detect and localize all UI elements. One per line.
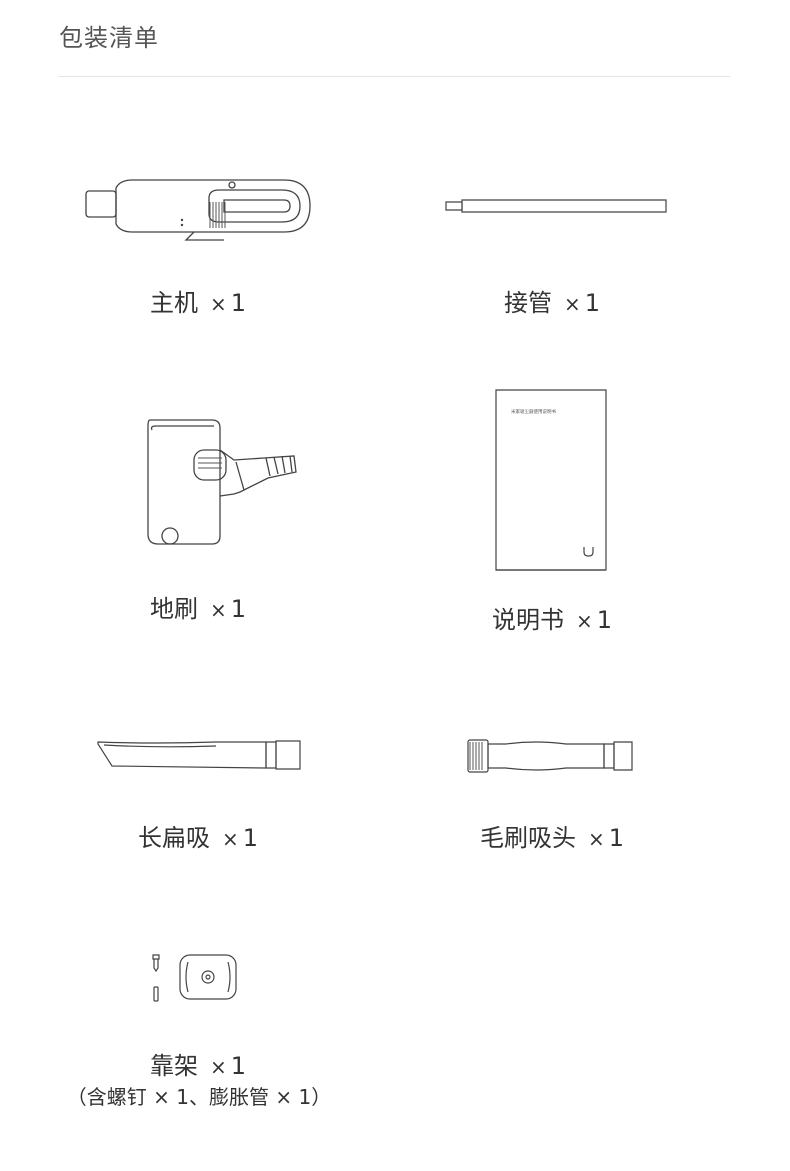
manual-cover-title: 米家吸尘器使用说明书 [511, 408, 556, 415]
item-name: 地刷 [149, 595, 198, 623]
item-floor-brush-label: 地刷 ×1 [48, 589, 348, 624]
extension-tube-illustration [444, 198, 668, 214]
item-main-unit-label: 主机 ×1 [48, 283, 348, 318]
times-sign: × [575, 609, 593, 633]
crevice-tool-illustration [96, 738, 302, 772]
floor-brush-illustration [144, 416, 300, 552]
header-divider [58, 76, 730, 77]
item-name: 长扁吸 [137, 824, 210, 852]
item-name: 说明书 [491, 606, 564, 634]
times-sign: × [563, 292, 581, 316]
item-brush-nozzle-label: 毛刷吸头 ×1 [402, 818, 702, 853]
times-sign: × [209, 292, 227, 316]
brush-nozzle-illustration [466, 738, 636, 774]
item-qty: 1 [242, 824, 259, 852]
times-sign: × [209, 598, 227, 622]
item-qty: 1 [230, 289, 247, 317]
times-sign: × [221, 827, 239, 851]
user-manual-illustration: 米家吸尘器使用说明书 [495, 389, 607, 573]
item-wall-mount-label: 靠架 ×1 [48, 1046, 348, 1081]
item-manual-label: 说明书 ×1 [402, 600, 702, 635]
times-sign: × [209, 1055, 227, 1079]
page-title: 包装清单 [59, 24, 159, 52]
item-qty: 1 [584, 289, 601, 317]
item-name: 主机 [149, 289, 198, 317]
item-qty: 1 [230, 1052, 247, 1080]
wall-mount-note: （含螺钉 × 1、膨胀管 × 1） [66, 1085, 332, 1109]
main-unit-illustration [84, 176, 314, 242]
item-name: 毛刷吸头 [479, 824, 576, 852]
item-qty: 1 [596, 606, 613, 634]
item-crevice-tool-label: 长扁吸 ×1 [48, 818, 348, 853]
item-extension-tube-label: 接管 ×1 [402, 283, 702, 318]
item-qty: 1 [608, 824, 625, 852]
item-qty: 1 [230, 595, 247, 623]
item-name: 接管 [503, 289, 552, 317]
times-sign: × [587, 827, 605, 851]
wall-mount-illustration [148, 952, 240, 1004]
item-name: 靠架 [149, 1052, 198, 1080]
